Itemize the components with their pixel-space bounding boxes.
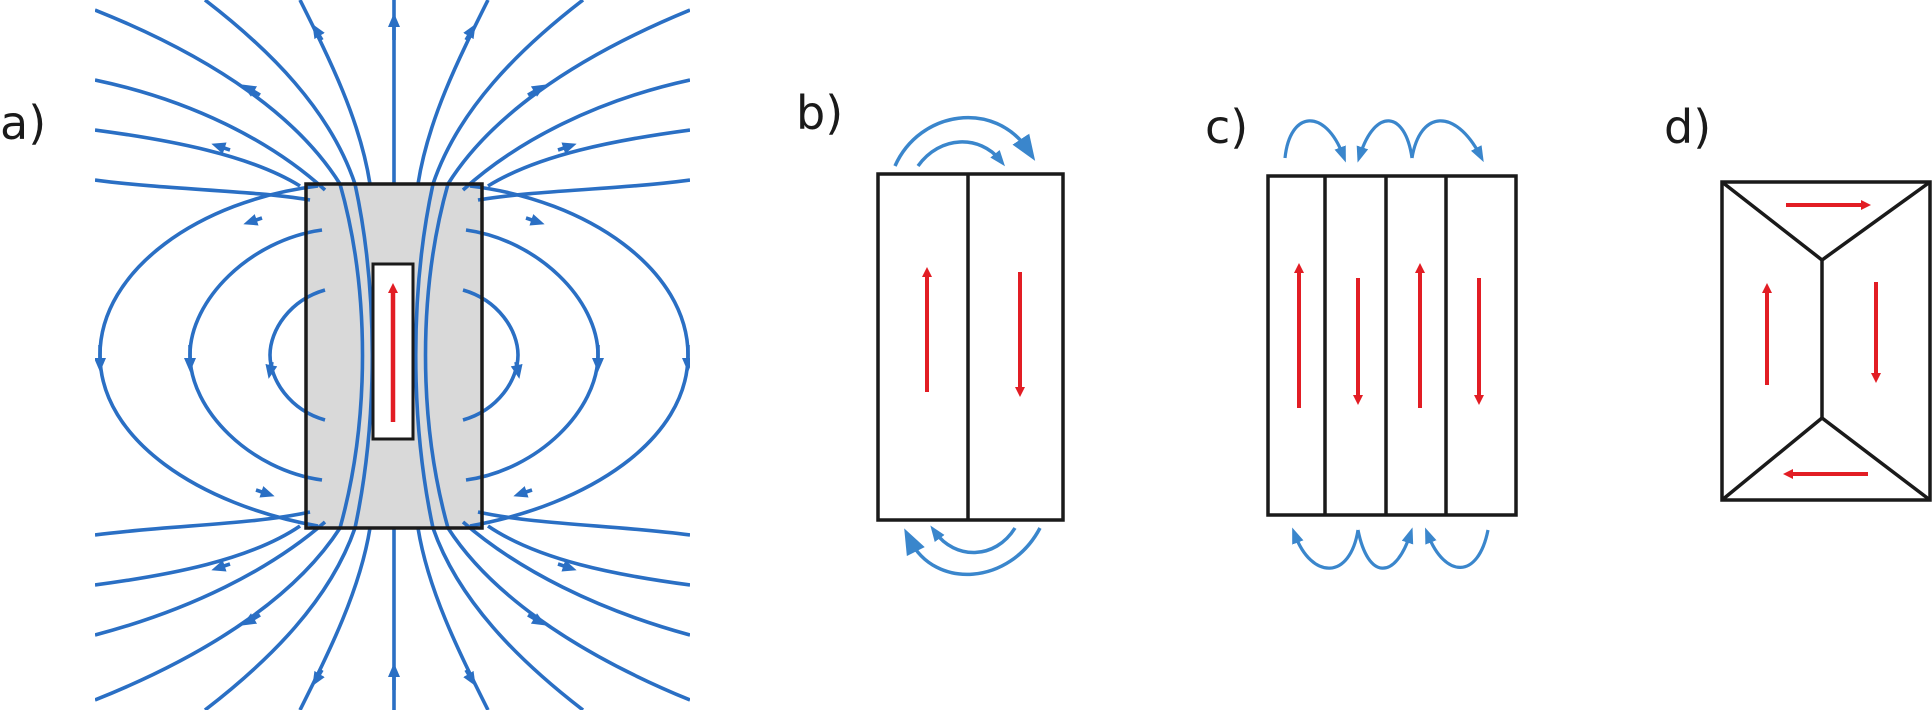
field-line [462,288,520,422]
blue-curved-arrow-icon [1356,119,1414,163]
field-line [95,510,311,537]
blue-arrowhead-icon [463,669,476,687]
field-line [461,520,690,637]
field-line [95,527,342,702]
blue-arrowhead-icon [312,669,325,687]
panel-b-two-domains [876,116,1065,576]
blue-arrowhead-icon [312,23,325,41]
panel-a-field-diagram [95,0,690,710]
magnet-outline [304,182,484,530]
field-line [431,527,585,710]
panel-label-d: d) [1664,100,1712,154]
field-line [469,184,690,528]
blue-arrowhead-icon [265,361,278,379]
field-line [95,520,327,637]
blue-arrowhead-icon [557,142,577,154]
field-line [188,228,323,482]
field-line [416,527,490,710]
field-line [338,183,365,529]
field-line [413,183,435,529]
blue-arrowhead-icon [513,486,533,498]
domain-wall [1720,415,1932,502]
blue-arrowhead-icon [510,361,523,379]
field-line [477,510,690,537]
blue-arrowhead-icon [527,84,547,97]
field-line [298,0,372,185]
field-line [203,0,357,185]
blue-curved-arrow-icon [1410,119,1484,163]
panel-c-four-domains [1266,119,1518,570]
blue-arrowhead-icon [463,23,476,41]
blue-curved-arrow-icon [904,527,1042,576]
field-line [98,184,319,528]
field-line [486,524,690,587]
field-line [298,527,372,710]
blue-curved-arrow-icon [930,525,1017,555]
panel-label-a: a) [0,96,47,150]
domain-block [876,172,1065,522]
field-line [446,8,690,185]
field-arrowheads [95,13,690,690]
blue-arrowhead-icon [211,142,231,154]
panel-label-b: b) [796,86,844,140]
blue-arrowhead-icon [557,560,577,572]
domain-wall [1720,180,1932,263]
blue-curved-arrow-icon [1292,527,1360,570]
blue-arrowhead-icon [243,214,263,226]
blue-curved-arrow-icon [893,116,1036,167]
blue-curved-arrow-icon [916,140,1006,168]
field-line [203,527,357,710]
domain-block [1720,180,1932,502]
field-line [95,524,302,587]
field-line [95,8,342,185]
domain-block [1266,174,1518,517]
field-line [465,228,600,482]
field-line [487,128,690,188]
field-line [95,128,301,188]
field-line [95,178,311,202]
blue-arrowhead-icon [241,84,261,97]
field-line [95,78,327,192]
field-line [268,288,326,422]
panel-d-closure-domains [1720,180,1932,502]
field-line [423,183,450,529]
blue-curved-arrow-icon [1283,119,1346,163]
field-line [431,0,585,185]
blue-arrowhead-icon [241,613,261,626]
blue-arrowhead-icon [211,560,231,572]
blue-arrowhead-icon [255,486,275,498]
field-line [477,178,690,202]
blue-curved-arrow-icon [1356,527,1414,570]
field-line [461,78,690,192]
blue-arrowhead-icon [525,214,545,226]
panel-label-c: c) [1205,100,1249,154]
blue-curved-arrow-icon [1425,527,1490,569]
blue-arrowhead-icon [527,613,547,626]
field-line [416,0,490,185]
